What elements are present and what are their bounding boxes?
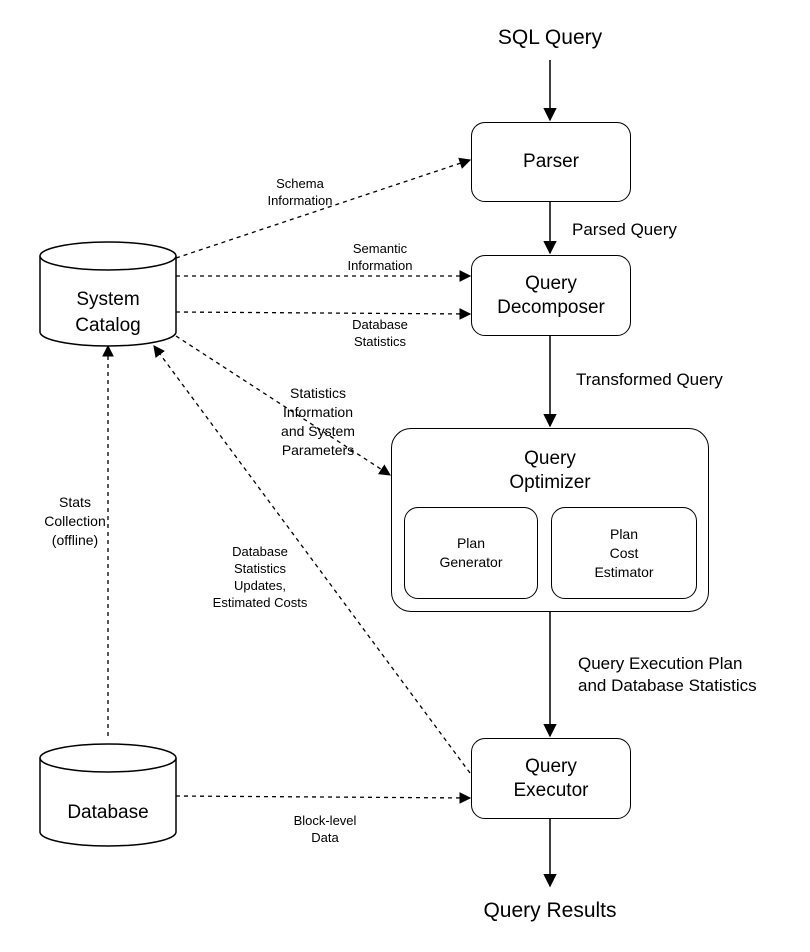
parser-title: Parser [523, 151, 579, 172]
arrow-catalog-to-parser [175, 157, 472, 259]
database-statistics-label: Database Statistics [352, 317, 408, 349]
arrow-catalog-to-optimizer [175, 335, 391, 476]
query-results-label: Query Results [483, 899, 617, 922]
parsed-query-label: Parsed Query [572, 220, 677, 239]
database-label: Database [67, 802, 149, 823]
query-decomposer-title: Query Decomposer [497, 272, 605, 318]
execution-plan-label: Query Execution Plan and Database Statis… [578, 654, 757, 695]
database-cylinder [39, 743, 177, 847]
database-statistics-updates-label: Database Statistics Updates, Estimated C… [212, 544, 308, 610]
query-decomposer-box: Query Decomposer [471, 255, 631, 336]
block-level-data-label: Block-level Data [293, 813, 357, 845]
semantic-information-label: Semantic Information [347, 241, 413, 273]
arrow-catalog-to-decomposer-statistics [175, 308, 472, 320]
query-executor-box: Query Executor [471, 738, 631, 819]
parser-box: Parser [471, 122, 631, 202]
plan-generator-box: Plan Generator [404, 507, 538, 599]
sql-query-label: SQL Query [497, 26, 603, 49]
plan-cost-estimator-box: Plan Cost Estimator [551, 507, 697, 599]
transformed-query-label: Transformed Query [576, 370, 723, 389]
system-catalog-cylinder [39, 241, 177, 347]
system-catalog-label: System Catalog [75, 289, 141, 336]
schema-information-label: Schema Information [267, 176, 333, 208]
plan-generator-title: Plan Generator [439, 535, 503, 570]
query-optimizer-title: Query Optimizer [509, 448, 591, 493]
arrow-executor-to-catalog [153, 345, 471, 774]
query-executor-title: Query Executor [513, 755, 589, 801]
plan-cost-estimator-title: Plan Cost Estimator [594, 525, 654, 580]
statistics-system-parameters-label: Statistics Information and System Parame… [281, 385, 355, 458]
arrow-database-to-executor [175, 792, 472, 804]
stats-collection-label: Stats Collection (offline) [44, 494, 106, 548]
